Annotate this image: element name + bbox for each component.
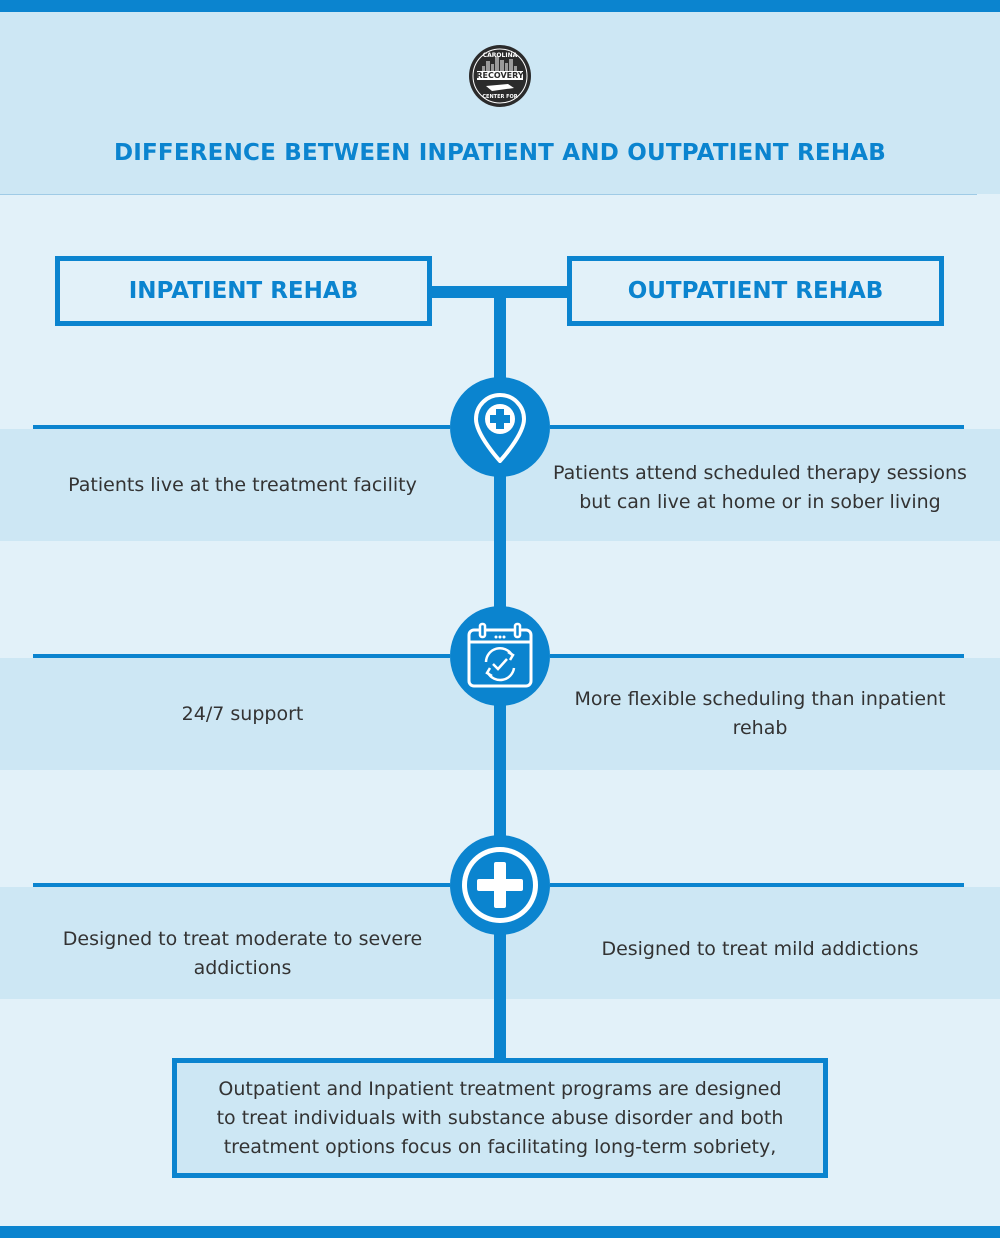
outpatient-header-label: OUTPATIENT REHAB xyxy=(627,278,884,304)
row-line-right-1 xyxy=(550,425,964,429)
row-line-left-3 xyxy=(33,883,450,887)
row-3-outpatient-text: Designed to treat mild addictions xyxy=(601,937,919,960)
bottom-border xyxy=(0,1226,1000,1238)
location-cross-icon xyxy=(473,393,527,463)
summary-text: Outpatient and Inpatient treatment progr… xyxy=(216,1077,784,1158)
logo-badge-icon xyxy=(469,45,531,107)
plus-icon xyxy=(462,847,538,923)
node-3 xyxy=(450,835,550,935)
row-1-inpatient-text: Patients live at the treatment facility xyxy=(68,473,417,496)
row-line-right-2 xyxy=(550,654,964,658)
node-2 xyxy=(450,606,550,706)
row-1-outpatient-text: Patients attend scheduled therapy sessio… xyxy=(553,462,967,513)
logo-line-3: CENTER FOR xyxy=(482,94,518,100)
inpatient-header-box: INPATIENT REHAB xyxy=(55,256,432,326)
logo-line-1: CAROLINA xyxy=(482,52,518,59)
row-line-left-2 xyxy=(33,654,450,658)
carolina-recovery-logo: CAROLINA RECOVERY CENTER FOR xyxy=(468,44,532,108)
row-line-left-1 xyxy=(33,425,450,429)
row-2-outpatient-text: More flexible scheduling than inpatient … xyxy=(574,688,946,739)
outpatient-header-box: OUTPATIENT REHAB xyxy=(567,256,944,326)
row-2-inpatient-text: 24/7 support xyxy=(181,702,304,725)
inpatient-header-label: INPATIENT REHAB xyxy=(128,278,359,304)
row-3-inpatient-text: Designed to treat moderate to severe add… xyxy=(62,928,423,979)
logo-line-2: RECOVERY xyxy=(476,71,524,80)
node-1 xyxy=(450,377,550,477)
page-title: DIFFERENCE BETWEEN INPATIENT AND OUTPATI… xyxy=(113,140,887,166)
calendar-sync-icon xyxy=(467,622,533,688)
row-line-right-3 xyxy=(550,883,964,887)
top-border xyxy=(0,0,1000,12)
summary-box: Outpatient and Inpatient treatment progr… xyxy=(172,1058,828,1178)
header-divider xyxy=(0,194,977,195)
